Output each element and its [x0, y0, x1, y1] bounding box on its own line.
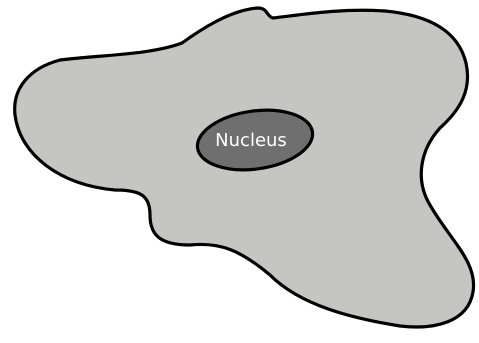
nucleus-label: Nucleus: [215, 130, 287, 151]
